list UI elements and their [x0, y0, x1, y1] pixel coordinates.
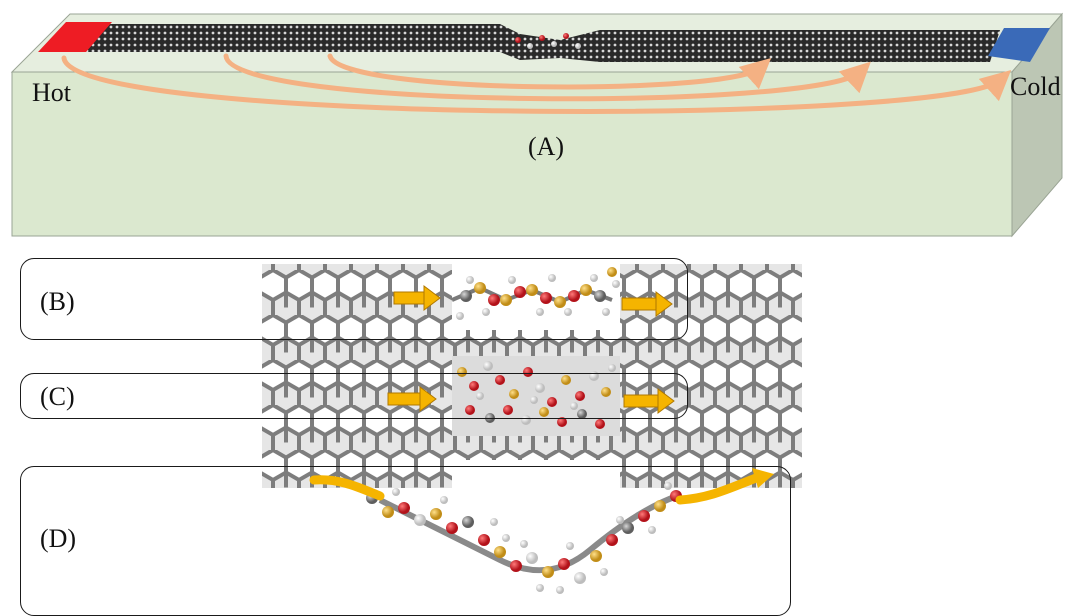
hot-label: Hot — [32, 78, 71, 107]
cold-label: Cold — [1010, 72, 1061, 101]
panel-d-label: (D) — [40, 524, 77, 553]
panel-d-box — [20, 466, 791, 616]
transport-arrow-icon — [621, 291, 673, 317]
panel-b-label: (B) — [40, 287, 75, 316]
transport-arrow-icon — [387, 386, 437, 412]
polymer-molecule-b — [451, 267, 620, 320]
panel-c-box — [20, 373, 688, 419]
panel-c-label: (C) — [40, 382, 75, 411]
diagram-canvas — [10, 12, 1064, 594]
hot-reservoir-icon — [38, 22, 112, 52]
graphene-strip — [86, 24, 1000, 62]
polymer-cluster-c — [452, 356, 620, 436]
panel-b-box — [20, 258, 688, 340]
transport-arrows — [309, 285, 774, 505]
transport-arrow-icon — [675, 473, 761, 505]
transport-arrow-icon — [623, 388, 675, 414]
transport-arrow-icon — [393, 285, 441, 311]
heat-flow-arrows — [61, 53, 1012, 114]
graphene-lattice-mid-lower — [452, 436, 620, 460]
panel-a-label: (A) — [528, 132, 565, 161]
heat-flow-arrow-icon — [223, 53, 871, 102]
cold-reservoir-icon — [988, 28, 1050, 62]
heat-flow-arrow-icon — [327, 53, 772, 90]
transport-arrow-icon — [309, 475, 385, 501]
heat-flow-arrow-icon — [61, 55, 1012, 114]
junction-molecule-icon — [515, 33, 581, 49]
graphene-lattice-mid — [452, 330, 620, 356]
graphene-sheet-icon — [86, 24, 1000, 62]
transport-arrow-head — [752, 468, 774, 488]
